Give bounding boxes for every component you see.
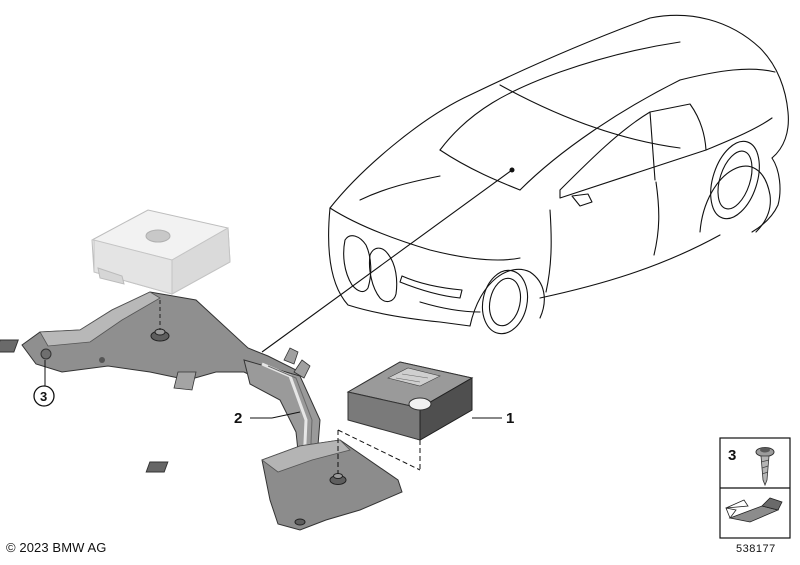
module-ghost <box>91 209 231 330</box>
legend-box: 3 <box>719 437 791 539</box>
diagram-code: 538177 <box>736 543 776 555</box>
callout-1: 1 <box>472 410 514 427</box>
screw-icon <box>755 447 775 487</box>
control-unit-part <box>346 361 474 441</box>
bracket-part <box>0 291 403 531</box>
leader-car <box>261 167 515 353</box>
copyright-text: © 2023 BMW AG <box>6 540 107 555</box>
mount-guide <box>337 429 421 474</box>
car-outline <box>328 14 789 335</box>
direction-arrow-icon <box>725 497 783 523</box>
callout-3-label: 3 <box>40 389 47 404</box>
legend-screw-number: 3 <box>728 447 736 464</box>
callout-3: 3 <box>33 360 55 407</box>
callout-1-label: 1 <box>506 410 514 427</box>
callout-2-label: 2 <box>234 410 242 427</box>
callout-2: 2 <box>234 410 301 427</box>
